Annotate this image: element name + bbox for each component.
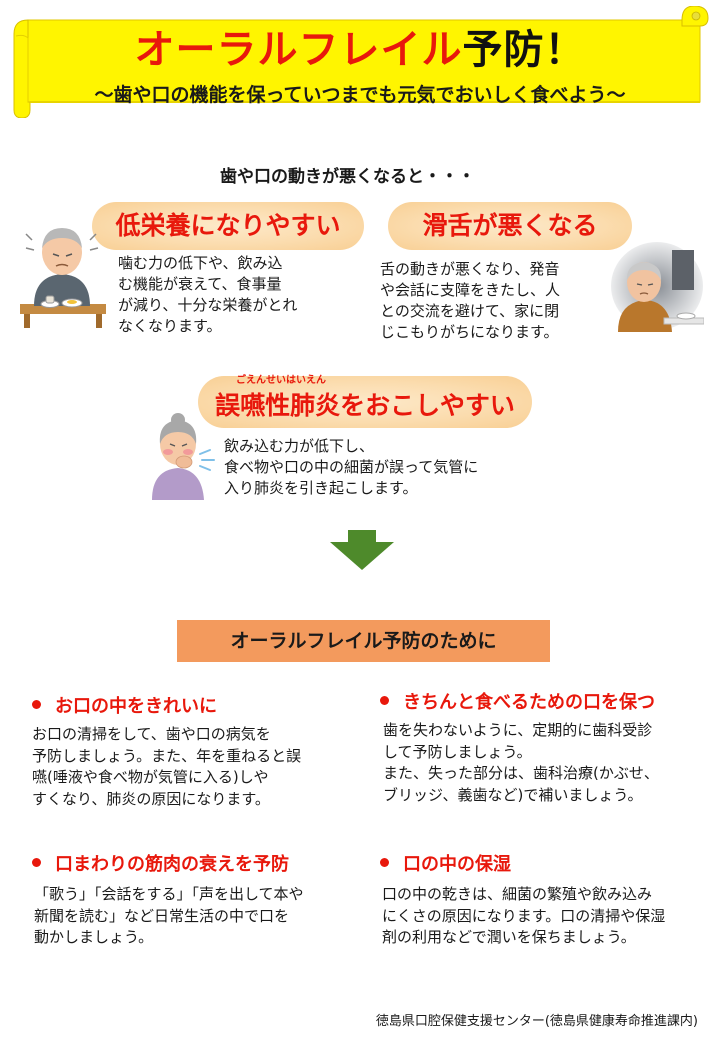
tip-text-clean-mouth: お口の清掃をして、歯や口の病気を 予防しましょう。また、年を重ねると誤 嚥(唾液…: [32, 725, 302, 808]
title-black-part: 予防！: [462, 27, 586, 73]
page-subtitle: ～歯や口の機能を保っていつまでも元気でおいしく食べよう～: [94, 84, 626, 106]
footer-organization: 徳島県口腔保健支援センター(徳島県健康寿命推進課内): [375, 1014, 698, 1029]
bullet-icon: [380, 696, 389, 705]
tip-text-keep-mouth: 歯を失わないように、定期的に歯科受診 して予防しましょう。 また、失った部分は、…: [383, 721, 659, 804]
elderly-man-at-home-illustration: [611, 242, 704, 332]
scroll-banner-shape: [13, 6, 709, 118]
risk-text-malnutrition: 噛む力の低下や、飲み込 む機能が衰えて、食事量 が減り、十分な栄養がとれ なくな…: [118, 254, 298, 335]
tip-heading-label: きちんと食べるための口を保つ: [403, 692, 655, 713]
tip-heading-muscle: 口まわりの筋肉の衰えを予防: [32, 850, 289, 876]
tip-heading-label: 口の中の保湿: [403, 854, 511, 875]
elderly-woman-coughing-illustration: [152, 413, 215, 500]
tip-heading-keep-mouth: きちんと食べるための口を保つ: [380, 688, 655, 714]
page-title: オーラルフレイル予防！: [10, 26, 710, 74]
title-red-part: オーラルフレイル: [134, 27, 463, 73]
risk-ruby-reading: ごえんせいはいえん: [236, 375, 326, 386]
bullet-icon: [32, 700, 41, 709]
tip-heading-clean-mouth: お口の中をきれいに: [32, 692, 217, 718]
risk-text-aspiration-pneumonia: 飲み込む力が低下し、 食べ物や口の中の細菌が誤って気管に 入り肺炎を引き起こしま…: [224, 437, 479, 497]
tip-text-muscle: 「歌う」「会話をする」「声を出して本や 新聞を読む」など日常生活の中で口を 動か…: [34, 885, 304, 946]
tip-text-moisture: 口の中の乾きは、細菌の繁殖や飲み込み にくさの原因になります。口の清掃や保湿 剤…: [382, 885, 666, 946]
tip-heading-label: お口の中をきれいに: [55, 696, 217, 717]
down-arrow-icon: [330, 530, 394, 570]
risk-heading-aspiration-pneumonia: 誤嚥性肺炎をおこしやすい: [198, 376, 532, 428]
section-heading-prevention: オーラルフレイル予防のために: [177, 620, 550, 662]
risk-heading-articulation: 滑舌が悪くなる: [388, 202, 632, 250]
bullet-icon: [380, 858, 389, 867]
bullet-icon: [32, 858, 41, 867]
tip-heading-label: 口まわりの筋肉の衰えを予防: [55, 854, 289, 875]
risk-heading-malnutrition: 低栄養になりやすい: [92, 202, 364, 250]
tip-heading-moisture: 口の中の保湿: [380, 850, 511, 876]
intro-text: 歯や口の動きが悪くなると・・・: [220, 167, 475, 187]
elderly-man-eating-illustration: [20, 228, 106, 328]
risk-text-articulation: 舌の動きが悪くなり、発音 や会話に支障をきたし、人 との交流を避けて、家に閉 じ…: [380, 260, 561, 341]
title-banner: オーラルフレイル予防！ ～歯や口の機能を保っていつまでも元気でおいしく食べよう～: [10, 6, 710, 118]
